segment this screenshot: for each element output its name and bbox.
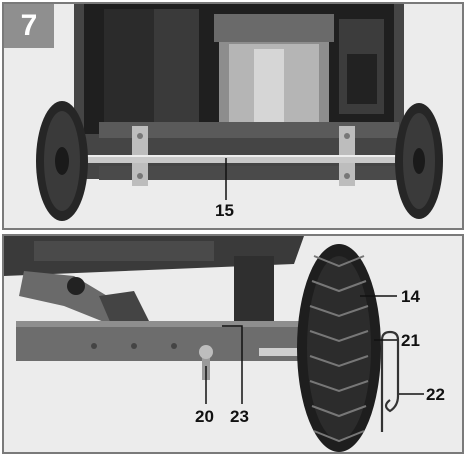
wheel-mount-photo: [4, 236, 462, 452]
step-number-badge: 7: [4, 4, 54, 48]
callout-cotter-pin: 22: [426, 385, 445, 404]
callout-bolt: 20: [195, 407, 214, 426]
axle-photo: [4, 4, 462, 228]
callout-part-21: 21: [401, 331, 420, 350]
callout-part-23: 23: [230, 407, 249, 426]
bottom-photo-panel: 14 21 22 20 23: [2, 234, 464, 454]
top-photo-panel: 7 15: [2, 2, 464, 230]
callout-axle: 15: [215, 201, 234, 220]
callout-wheel: 14: [401, 287, 420, 306]
